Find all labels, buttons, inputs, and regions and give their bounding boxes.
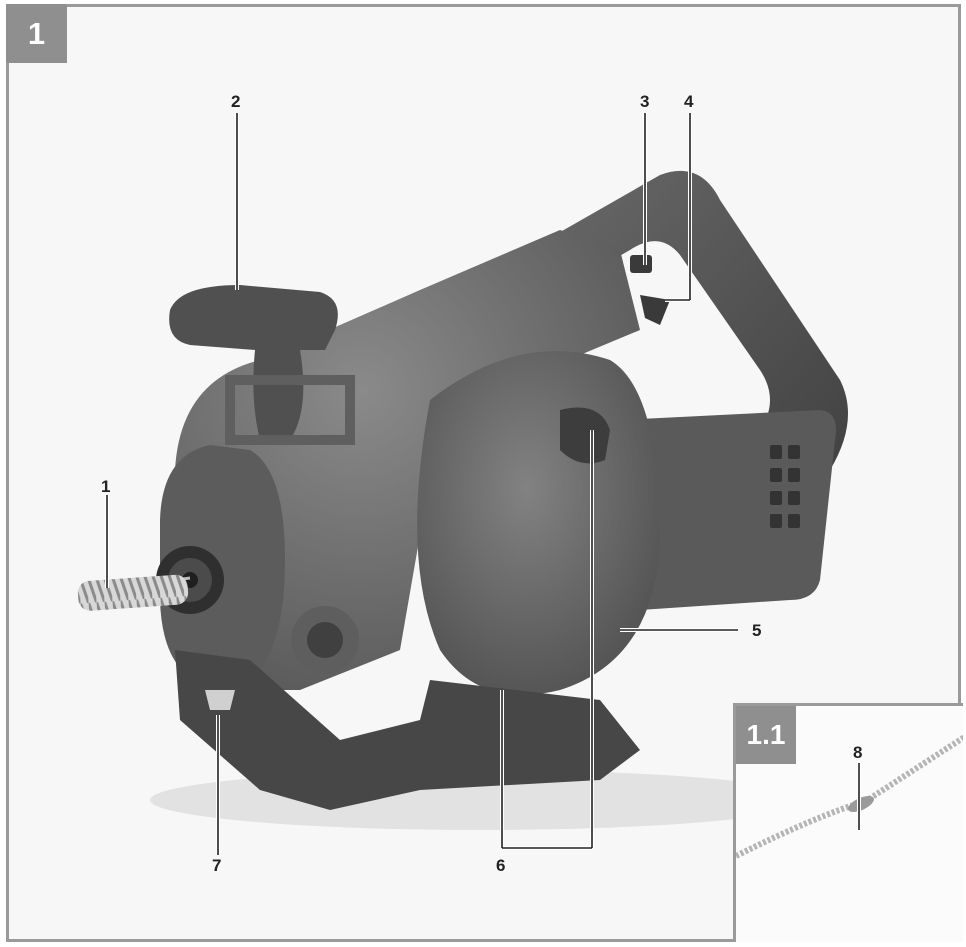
direction-switch — [630, 255, 652, 273]
callout-7: 7 — [212, 856, 222, 875]
inset-label: 1.1 — [736, 706, 796, 764]
handle-collar — [225, 375, 355, 445]
callout-4: 4 — [684, 92, 694, 111]
callout-6: 6 — [496, 856, 506, 875]
callout-2: 2 — [231, 92, 241, 111]
callout-5: 5 — [752, 621, 762, 640]
cable-drum — [417, 351, 660, 695]
callout-3: 3 — [640, 92, 650, 111]
motor-body — [175, 230, 640, 690]
trigger — [640, 295, 670, 325]
vent-grille — [770, 445, 800, 528]
callout-8: 8 — [853, 743, 863, 762]
figure-label: 1 — [6, 4, 67, 63]
inset-cable-illustration — [736, 734, 963, 859]
callout-1: 1 — [101, 477, 111, 496]
front-face — [160, 445, 285, 685]
base-light — [205, 690, 235, 710]
front-handle — [169, 285, 338, 440]
base-stand — [175, 650, 640, 810]
drum-screw — [560, 407, 610, 464]
battery-housing — [620, 410, 836, 610]
